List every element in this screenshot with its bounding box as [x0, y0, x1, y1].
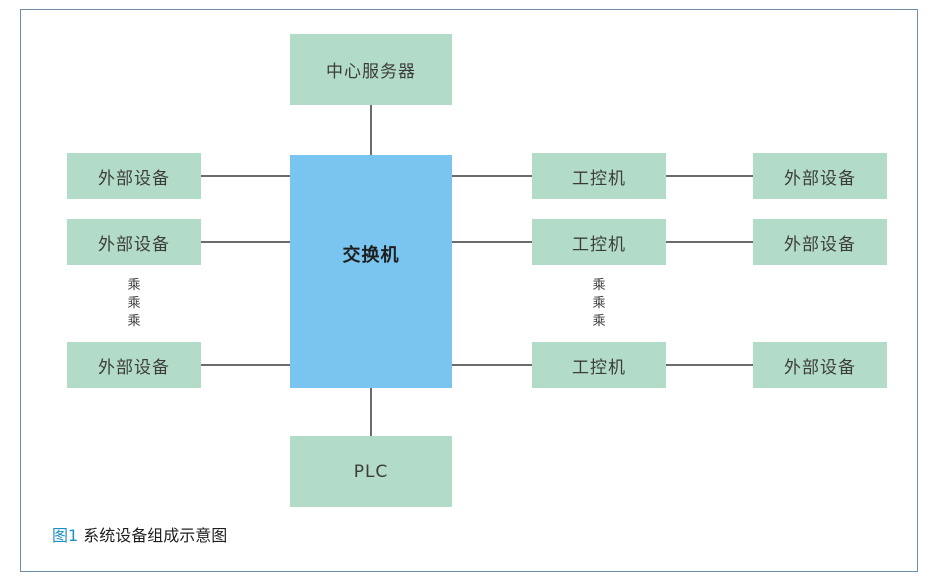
figure-title: 系统设备组成示意图	[83, 526, 228, 545]
left-external-device-1-label: 外部设备	[98, 168, 170, 189]
right-external-device-2: 外部设备	[753, 219, 887, 265]
left-ellipsis-glyph-3: 乘	[127, 314, 141, 329]
figure-number: 图1	[52, 526, 79, 545]
central-server-node: 中心服务器	[290, 34, 452, 105]
plc-node: PLC	[290, 436, 452, 507]
middle-ellipsis-glyph-1: 乘	[592, 278, 606, 293]
ipc-node-1: 工控机	[532, 153, 666, 199]
ipc-node-3-label: 工控机	[572, 357, 626, 378]
left-external-device-2: 外部设备	[67, 219, 201, 265]
left-ellipsis: 乘 乘 乘	[124, 277, 144, 331]
ipc-node-1-label: 工控机	[572, 168, 626, 189]
ipc-node-2: 工控机	[532, 219, 666, 265]
left-external-device-3: 外部设备	[67, 342, 201, 388]
diagram-frame	[20, 9, 918, 572]
right-external-device-1-label: 外部设备	[784, 168, 856, 189]
plc-label: PLC	[353, 461, 389, 482]
ipc-node-2-label: 工控机	[572, 234, 626, 255]
middle-ellipsis-glyph-2: 乘	[592, 296, 606, 311]
right-external-device-3-label: 外部设备	[784, 357, 856, 378]
right-external-device-3: 外部设备	[753, 342, 887, 388]
right-external-device-2-label: 外部设备	[784, 234, 856, 255]
central-server-label: 中心服务器	[326, 62, 416, 82]
left-ellipsis-glyph-2: 乘	[127, 296, 141, 311]
switch-node: 交换机	[290, 155, 452, 388]
switch-label: 交换机	[342, 244, 400, 266]
middle-ellipsis: 乘 乘 乘	[589, 277, 609, 331]
left-external-device-2-label: 外部设备	[98, 234, 170, 255]
right-external-device-1: 外部设备	[753, 153, 887, 199]
left-external-device-1: 外部设备	[67, 153, 201, 199]
ipc-node-3: 工控机	[532, 342, 666, 388]
left-ellipsis-glyph-1: 乘	[127, 278, 141, 293]
left-external-device-3-label: 外部设备	[98, 357, 170, 378]
figure-caption: 图1 系统设备组成示意图	[52, 522, 227, 546]
middle-ellipsis-glyph-3: 乘	[592, 314, 606, 329]
